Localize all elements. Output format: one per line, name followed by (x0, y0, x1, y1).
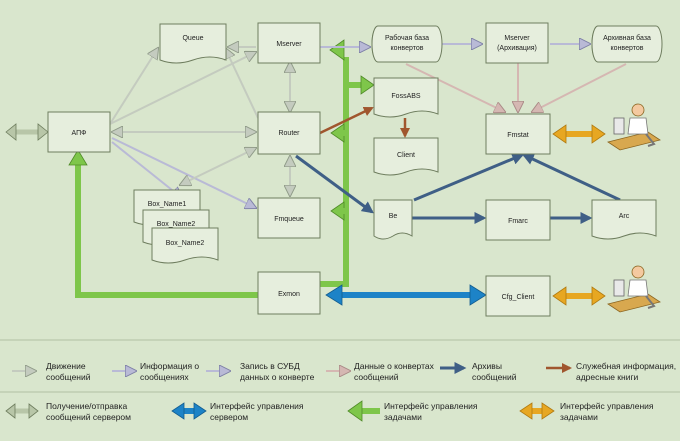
service-arrows (319, 106, 410, 138)
svg-text:Рабочая база: Рабочая база (385, 34, 429, 42)
node-arc[interactable]: Arc (591, 199, 657, 240)
svg-text:Box_Name2: Box_Name2 (166, 240, 205, 247)
svg-text:Служебная информация,: Служебная информация, (576, 361, 676, 371)
node-mserver-archive[interactable]: Mserver (Архивация) (485, 22, 549, 64)
svg-text:Архивы: Архивы (472, 361, 502, 371)
node-router[interactable]: Router (257, 111, 321, 155)
svg-text:Exmon: Exmon (278, 291, 300, 298)
svg-text:Интерфейс управления: Интерфейс управления (384, 401, 478, 411)
message-arrows (109, 44, 627, 208)
green-arrow-fmqueue (330, 201, 345, 221)
svg-text:Client: Client (397, 152, 415, 159)
svg-text:сообщений: сообщений (354, 372, 399, 382)
svg-text:сообщений сервером: сообщений сервером (46, 412, 131, 422)
node-fmqueue[interactable]: Fmqueue (257, 197, 321, 239)
svg-text:Архивная база: Архивная база (603, 34, 651, 42)
node-box-name3[interactable]: Box_Name2 (151, 227, 219, 264)
legend-item-server-io: Получение/отправка сообщений сервером (5, 401, 131, 422)
svg-text:Box_Name2: Box_Name2 (157, 221, 196, 228)
svg-text:Mserver: Mserver (276, 41, 302, 48)
green-arrow-mserver (329, 39, 345, 61)
svg-text:Queue: Queue (182, 35, 203, 42)
svg-text:сообщений: сообщений (472, 372, 517, 382)
orange-interface-cfg (552, 286, 606, 306)
svg-text:Mserver: Mserver (504, 35, 530, 42)
svg-text:Данные о конвертах: Данные о конвертах (354, 361, 435, 371)
svg-text:АПФ: АПФ (72, 130, 87, 137)
green-arrow-apf (68, 149, 88, 166)
svg-text:сообщениях: сообщениях (140, 372, 189, 382)
svg-text:Router: Router (278, 130, 300, 137)
node-mserver[interactable]: Mserver (257, 22, 321, 64)
svg-text:сервером: сервером (210, 412, 248, 422)
svg-text:Cfg_Client: Cfg_Client (502, 294, 535, 301)
node-db-work[interactable]: Рабочая база конвертов (371, 25, 443, 63)
node-queue[interactable]: Queue (159, 23, 227, 64)
user-operator-icon (607, 265, 661, 313)
svg-text:адресные книги: адресные книги (576, 372, 639, 382)
blue-arrow-left (325, 284, 343, 306)
legend-item-task-interface-green: Интерфейс управления задачами (347, 400, 478, 422)
legend-item-task-interface-orange: Интерфейс управления задачами (519, 401, 654, 422)
node-apf[interactable]: АПФ (47, 111, 111, 153)
svg-text:задачами: задачами (384, 412, 422, 422)
svg-text:FossABS: FossABS (391, 93, 421, 100)
node-fossabs[interactable]: FossABS (373, 77, 439, 118)
legend-item-message-flow: Движение сообщений (12, 361, 91, 382)
blue-arrow-right (469, 284, 487, 306)
svg-text:сообщений: сообщений (46, 372, 91, 382)
orange-interface-fmstat (552, 124, 606, 144)
legend-item-server-interface: Интерфейс управления сервером (171, 401, 304, 422)
node-client[interactable]: Client (373, 137, 439, 176)
svg-text:Интерфейс управления: Интерфейс управления (210, 401, 304, 411)
svg-text:Fmqueue: Fmqueue (274, 216, 304, 223)
svg-text:(Архивация): (Архивация) (497, 45, 537, 52)
svg-text:Информация о: Информация о (140, 361, 199, 371)
svg-text:данных о конверте: данных о конверте (240, 372, 315, 382)
green-arrow-fossabs (360, 75, 375, 95)
legend-item-envelope-data: Данные о конвертах сообщений (326, 361, 435, 382)
external-io-arrow (5, 123, 49, 141)
svg-text:Fmarc: Fmarc (508, 218, 528, 225)
svg-text:Be: Be (389, 213, 398, 220)
legend-item-db-write: Запись в СУБД данных о конверте (206, 361, 315, 382)
node-be[interactable]: Be (373, 199, 413, 240)
svg-text:Arc: Arc (619, 213, 630, 220)
svg-text:Fmstat: Fmstat (507, 132, 528, 139)
svg-text:Движение: Движение (46, 361, 86, 371)
svg-text:конвертов: конвертов (391, 45, 424, 52)
server-interface-trunk (75, 57, 349, 298)
svg-text:Запись в СУБД: Запись в СУБД (240, 361, 300, 371)
svg-text:задачами: задачами (560, 412, 598, 422)
node-db-archive[interactable]: Архивная база конвертов (591, 25, 663, 63)
svg-text:конвертов: конвертов (611, 45, 644, 52)
legend-item-archives: Архивы сообщений (440, 361, 517, 382)
svg-text:Интерфейс управления: Интерфейс управления (560, 401, 654, 411)
green-branch-router (343, 130, 346, 214)
legend-item-message-info: Информация о сообщениях (112, 361, 199, 382)
svg-text:Box_Name1: Box_Name1 (148, 201, 187, 208)
node-exmon[interactable]: Exmon (257, 271, 321, 315)
node-fmstat[interactable]: Fmstat (485, 113, 551, 155)
node-fmarc[interactable]: Fmarc (485, 199, 551, 241)
legend-item-service-info: Служебная информация, адресные книги (546, 361, 676, 382)
archive-arrows (295, 153, 621, 224)
node-cfg-client[interactable]: Cfg_Client (485, 275, 551, 317)
user-operator-icon (607, 103, 661, 151)
svg-text:Получение/отправка: Получение/отправка (46, 401, 127, 411)
